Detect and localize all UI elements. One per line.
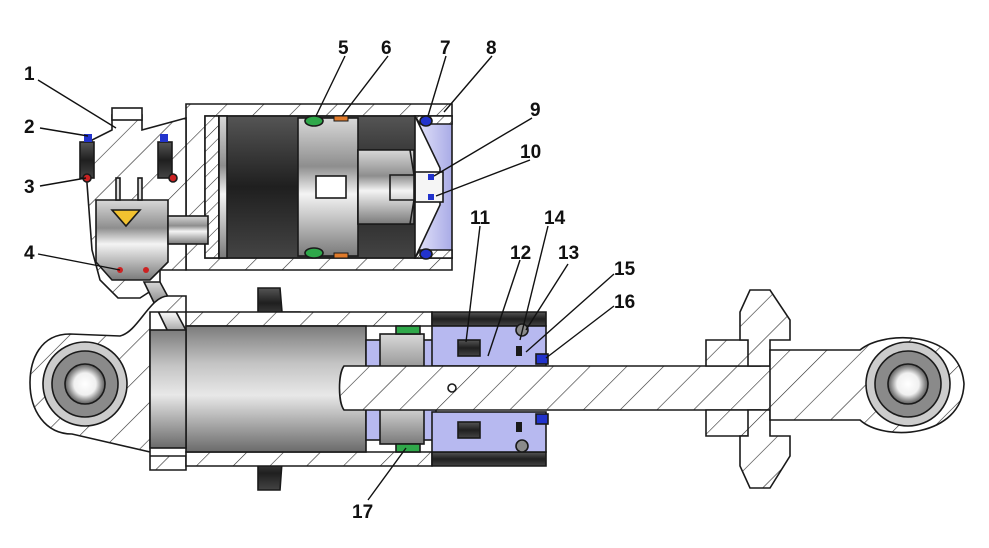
callout-14: 14 <box>544 208 566 229</box>
valve-seal-top <box>428 174 434 180</box>
damper-body-right-eye <box>769 336 965 434</box>
rod-seal-bottom <box>535 413 549 425</box>
leader-3 <box>39 177 87 187</box>
main-piston-band-top <box>395 325 421 335</box>
leader-5 <box>315 55 346 117</box>
guide-ring-bottom <box>333 252 349 259</box>
leader-4 <box>37 253 121 271</box>
leader-7 <box>427 55 447 117</box>
rod-seal-top <box>535 353 549 365</box>
callout-6: 6 <box>381 38 392 59</box>
callout-leaders <box>37 55 615 501</box>
callout-17: 17 <box>352 502 373 523</box>
leader-14 <box>519 225 549 341</box>
leader-2 <box>39 127 89 137</box>
main-piston-band-bottom <box>395 443 421 453</box>
leader-17 <box>367 447 407 501</box>
valve-block <box>79 107 209 299</box>
callout-12: 12 <box>510 243 531 264</box>
gland-oring-bottom <box>515 439 529 453</box>
callout-3: 3 <box>24 177 35 198</box>
callout-2: 2 <box>24 117 35 138</box>
floating-piston <box>297 117 415 257</box>
callout-10: 10 <box>520 142 541 163</box>
callout-7: 7 <box>440 38 451 59</box>
leader-10 <box>435 159 531 197</box>
leader-8 <box>443 55 493 113</box>
callout-5: 5 <box>338 38 349 59</box>
accumulator-end-plug <box>413 115 453 259</box>
piston-seal-bottom <box>304 247 324 259</box>
leader-12 <box>487 259 521 357</box>
leader-6 <box>341 55 389 117</box>
callout-13: 13 <box>558 243 579 264</box>
bump-stop <box>739 289 791 489</box>
callout-15: 15 <box>614 259 636 280</box>
valve-seal-bottom <box>428 194 434 200</box>
piston-seal-top <box>304 115 324 127</box>
leader-9 <box>433 117 533 177</box>
callout-4: 4 <box>24 243 35 264</box>
callout-16: 16 <box>614 292 635 313</box>
guide-ring-top <box>333 115 349 122</box>
leader-1 <box>37 79 117 129</box>
rod-gland <box>431 311 549 467</box>
plug-oring-top <box>419 115 433 127</box>
plug-oring-bottom <box>419 248 433 260</box>
valve-cone <box>110 209 142 228</box>
leader-15 <box>525 273 615 353</box>
callout-8: 8 <box>486 38 497 59</box>
callout-11: 11 <box>470 208 491 229</box>
leader-11 <box>465 225 481 343</box>
accumulator-seals <box>304 115 434 260</box>
valve-oring-right <box>168 173 178 183</box>
leader-16 <box>545 305 615 359</box>
callout-9: 9 <box>530 100 541 121</box>
damper-body-left-eye <box>29 295 187 471</box>
leader-13 <box>525 263 569 331</box>
callout-labels: 1 2 3 4 5 6 7 8 9 10 11 12 13 14 15 16 1… <box>24 38 636 523</box>
callout-1: 1 <box>24 64 35 85</box>
piston-rod <box>338 365 821 411</box>
